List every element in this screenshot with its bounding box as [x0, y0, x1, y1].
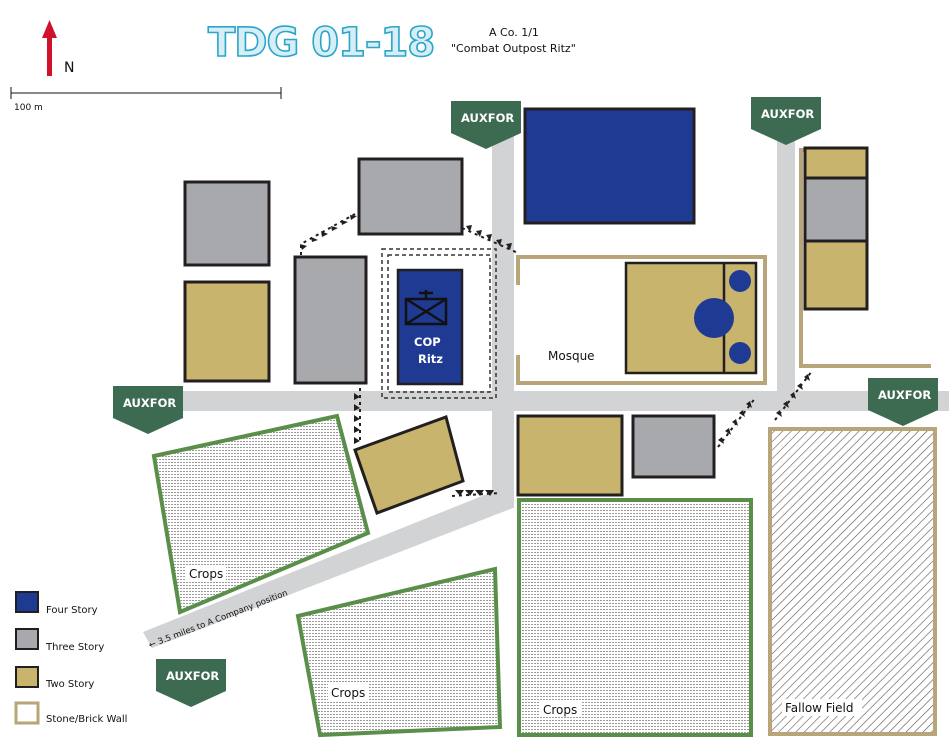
auxfor-marker-east — [868, 378, 938, 426]
mosque-wall — [516, 255, 767, 385]
unit-label: A Co. 1/1 — [489, 26, 539, 39]
building-two-story-road — [353, 415, 465, 515]
cop-label-line1: COP — [414, 335, 441, 349]
auxfor-marker-north-east — [751, 97, 821, 145]
building-three-story-north — [357, 157, 464, 236]
cop-building — [396, 268, 464, 386]
wire-northwest — [300, 213, 356, 255]
auxfor-marker-southwest — [156, 659, 226, 707]
north-arrow-icon — [42, 20, 57, 76]
infantry-unit-icon — [404, 290, 448, 326]
crops-label: Crops — [543, 703, 577, 717]
crops-field-west — [151, 413, 371, 615]
road-horizontal — [150, 391, 949, 411]
legend-swatch-two-story — [15, 666, 39, 688]
minaret-north — [729, 270, 751, 292]
building-four-story-north — [523, 107, 696, 225]
building-two-story-south — [516, 414, 624, 497]
building-two-story-east-upper — [803, 146, 869, 180]
legend-label-wall: Stone/Brick Wall — [46, 714, 127, 725]
auxfor-label: AUXFOR — [761, 107, 814, 121]
legend-label-two-story: Two Story — [45, 679, 94, 690]
fallow-field — [768, 427, 937, 736]
legend: Four Story Three Story Two Story Stone/B… — [14, 591, 127, 725]
crops-label: Crops — [189, 567, 223, 581]
mosque-label: Mosque — [548, 349, 595, 363]
cop-perimeter-inner — [387, 254, 491, 393]
building-two-story-west — [183, 280, 271, 383]
legend-swatch-three-story — [15, 628, 39, 650]
mosque-dome — [694, 298, 734, 338]
cop-perimeter-outer — [381, 248, 497, 399]
buildings — [183, 107, 869, 515]
auxfor-label: AUXFOR — [166, 669, 219, 683]
crops-label: Crops — [331, 686, 365, 700]
fallow-field-label: Fallow Field — [785, 701, 854, 715]
minaret-south — [729, 342, 751, 364]
building-three-story-south — [631, 414, 716, 479]
cop-label-line2: Ritz — [418, 352, 443, 366]
legend-label-three-story: Three Story — [45, 642, 104, 653]
building-two-story-east-lower — [803, 239, 869, 311]
legend-swatch-four-story — [15, 591, 39, 613]
road-southwest — [143, 490, 513, 648]
road-north-south-center — [492, 128, 514, 508]
building-three-story-west — [293, 255, 368, 385]
auxfor-label: AUXFOR — [461, 111, 514, 125]
legend-label-four-story: Four Story — [46, 605, 98, 616]
scale-bar — [10, 87, 282, 99]
auxfor-label: AUXFOR — [878, 388, 931, 402]
legend-swatch-wall — [14, 701, 40, 725]
auxfor-marker-north-center — [451, 101, 521, 149]
building-three-story-nw — [183, 180, 271, 267]
building-three-story-east — [803, 176, 869, 243]
road-north-south-east — [777, 128, 795, 392]
outpost-name: "Combat Outpost Ritz" — [451, 42, 576, 55]
auxfor-label: AUXFOR — [123, 396, 176, 410]
obstacle-teeth — [300, 215, 810, 496]
auxfor-marker-west — [113, 386, 183, 434]
crops-field-south — [517, 498, 753, 737]
north-label: N — [64, 60, 74, 76]
crops-field-southwest — [295, 566, 503, 738]
cop-ritz — [381, 248, 497, 399]
mosque — [624, 261, 758, 375]
scale-label: 100 m — [14, 103, 43, 113]
map-title: TDG 01-18 — [208, 20, 434, 66]
